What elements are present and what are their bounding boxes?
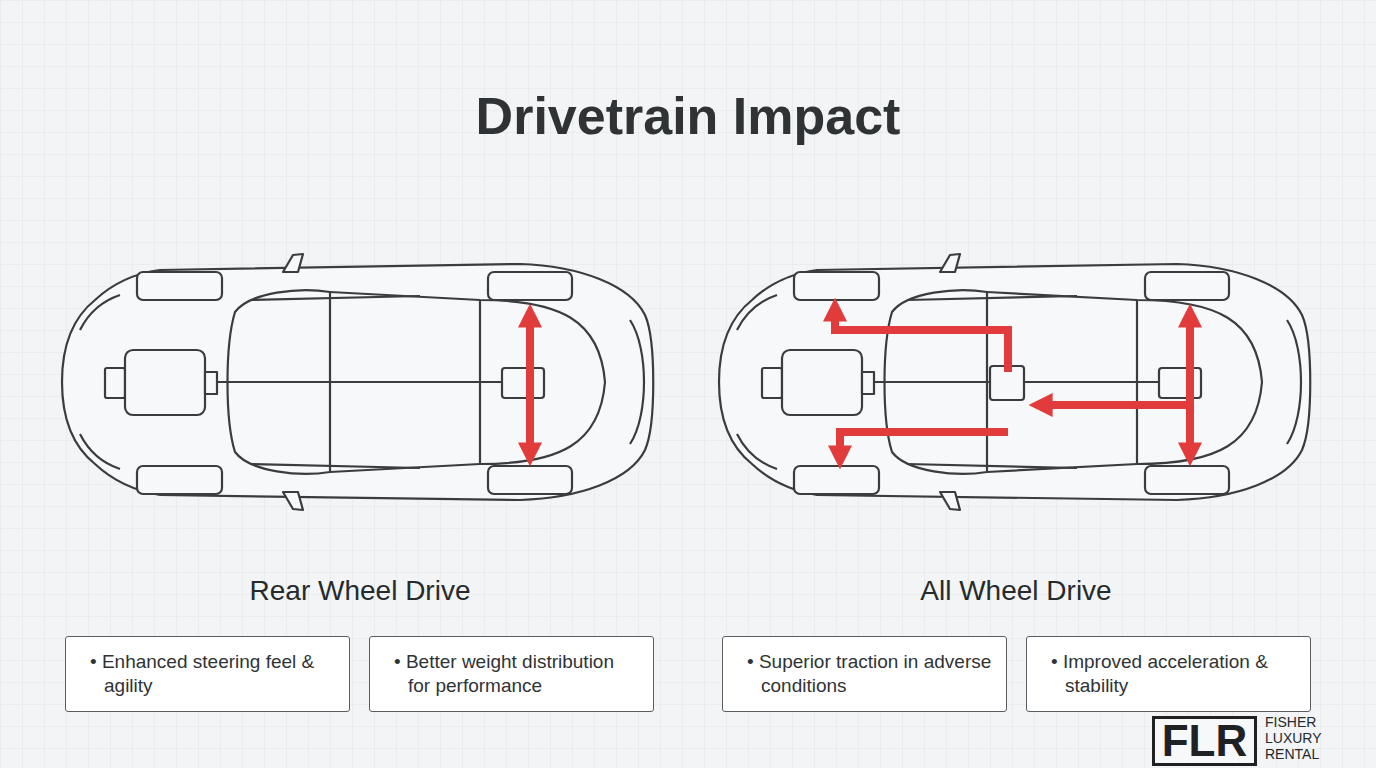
power-arrows (530, 312, 1190, 455)
feature-box: • Superior traction in adverse condition… (722, 636, 1007, 712)
title: Drivetrain Impact (0, 86, 1376, 146)
section-heading: Rear Wheel Drive (60, 574, 660, 608)
brand-name: FISHER LUXURY RENTAL (1265, 714, 1349, 762)
feature-text: • Better weight distribution for perform… (408, 650, 641, 698)
feature-box: • Enhanced steering feel & agility (65, 636, 350, 712)
feature-box: • Better weight distribution for perform… (369, 636, 654, 712)
logo-text: FLR (1162, 718, 1248, 764)
rwd-car (62, 254, 653, 510)
logo-box: FLR (1152, 716, 1257, 766)
feature-text: • Enhanced steering feel & agility (104, 650, 337, 698)
awd-car (719, 254, 1310, 510)
feature-box: • Improved acceleration & stability (1026, 636, 1311, 712)
feature-text: • Improved acceleration & stability (1065, 650, 1298, 698)
section-heading: All Wheel Drive (716, 574, 1316, 608)
feature-text: • Superior traction in adverse condition… (761, 650, 994, 698)
